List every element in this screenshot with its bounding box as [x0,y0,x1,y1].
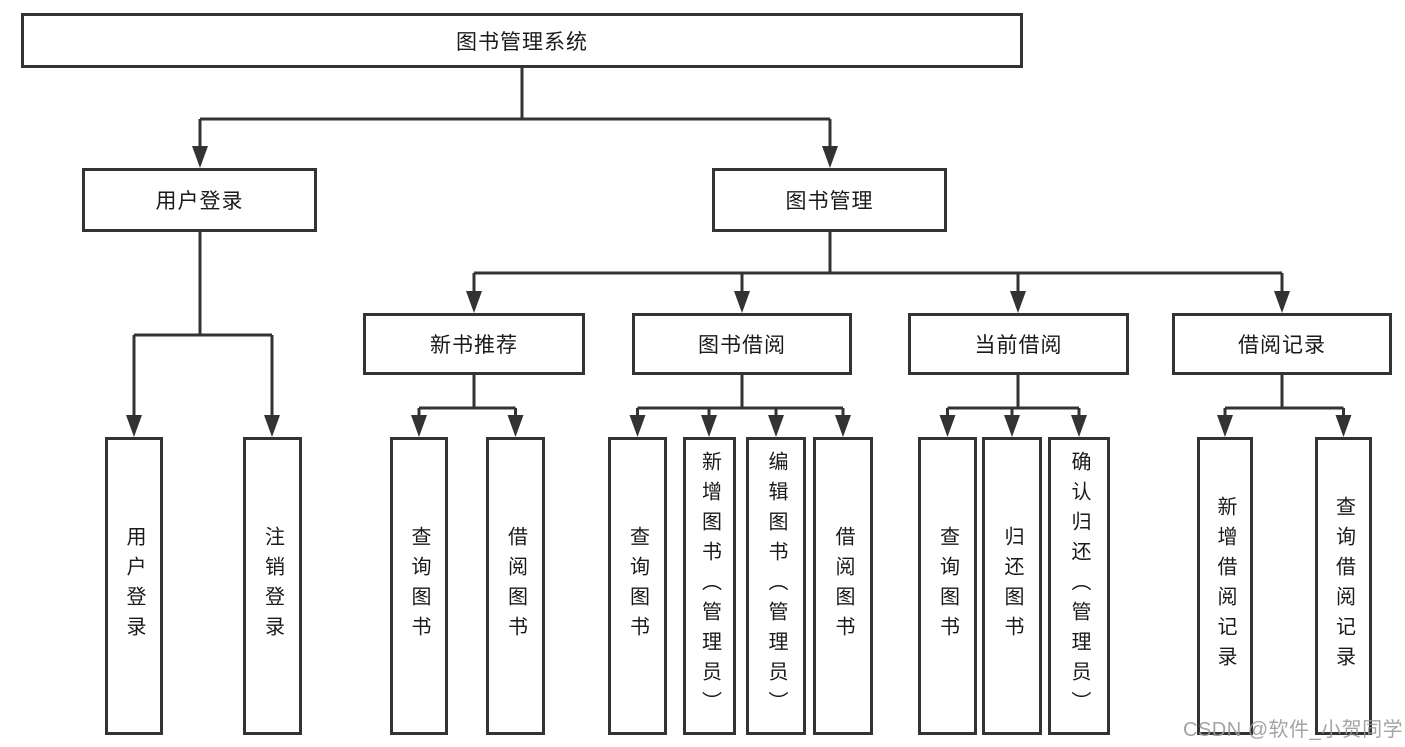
node-root-system: 图书管理系统 [21,13,1023,68]
leaf-query-books-borrowing: 查询图书 [608,437,667,735]
leaf-add-borrow-record-label: 新增借阅记录 [1214,496,1236,676]
node-new-book-recommend-label: 新书推荐 [430,334,518,357]
node-book-management-label: 图书管理 [785,190,874,213]
leaf-query-books-recommend-label: 查询图书 [408,526,430,646]
leaf-edit-books-admin-label: 编辑图书（管理员） [765,451,787,721]
leaf-return-books: 归还图书 [982,437,1042,735]
leaf-add-books-admin: 新增图书（管理员） [683,437,736,735]
node-user-login: 用户登录 [82,168,317,232]
leaf-query-books-current-label: 查询图书 [936,526,959,646]
leaf-borrow-books: 借阅图书 [813,437,873,735]
leaf-borrow-books-recommend: 借阅图书 [486,437,545,735]
node-root-system-label: 图书管理系统 [456,30,588,54]
leaf-add-books-admin-label: 新增图书（管理员） [698,451,721,721]
node-borrowing-records-label: 借阅记录 [1238,334,1326,357]
leaf-logout: 注销登录 [243,437,302,735]
csdn-watermark: CSDN @软件_小贺同学 [1183,719,1404,741]
leaf-return-books-label: 归还图书 [1001,526,1023,646]
leaf-query-books-borrowing-label: 查询图书 [626,526,649,646]
leaf-user-login-label: 用户登录 [123,526,145,646]
leaf-edit-books-admin: 编辑图书（管理员） [746,437,806,735]
leaf-add-borrow-record: 新增借阅记录 [1197,437,1253,735]
leaf-confirm-return-admin-label: 确认归还（管理员） [1068,451,1090,721]
node-new-book-recommend: 新书推荐 [363,313,585,375]
node-book-borrowing-label: 图书借阅 [698,334,786,357]
node-current-borrowing: 当前借阅 [908,313,1129,375]
leaf-user-login: 用户登录 [105,437,163,735]
node-user-login-label: 用户登录 [155,190,244,213]
leaf-query-books-current: 查询图书 [918,437,977,735]
leaf-borrow-books-label: 借阅图书 [832,526,854,646]
leaf-borrow-books-recommend-label: 借阅图书 [504,526,527,646]
leaf-logout-label: 注销登录 [261,526,284,646]
node-current-borrowing-label: 当前借阅 [974,334,1063,357]
leaf-query-borrow-record-label: 查询借阅记录 [1332,496,1355,676]
node-book-borrowing: 图书借阅 [632,313,852,375]
leaf-query-borrow-record: 查询借阅记录 [1315,437,1372,735]
leaf-query-books-recommend: 查询图书 [390,437,448,735]
node-book-management: 图书管理 [712,168,947,232]
node-borrowing-records: 借阅记录 [1172,313,1392,375]
leaf-confirm-return-admin: 确认归还（管理员） [1048,437,1110,735]
